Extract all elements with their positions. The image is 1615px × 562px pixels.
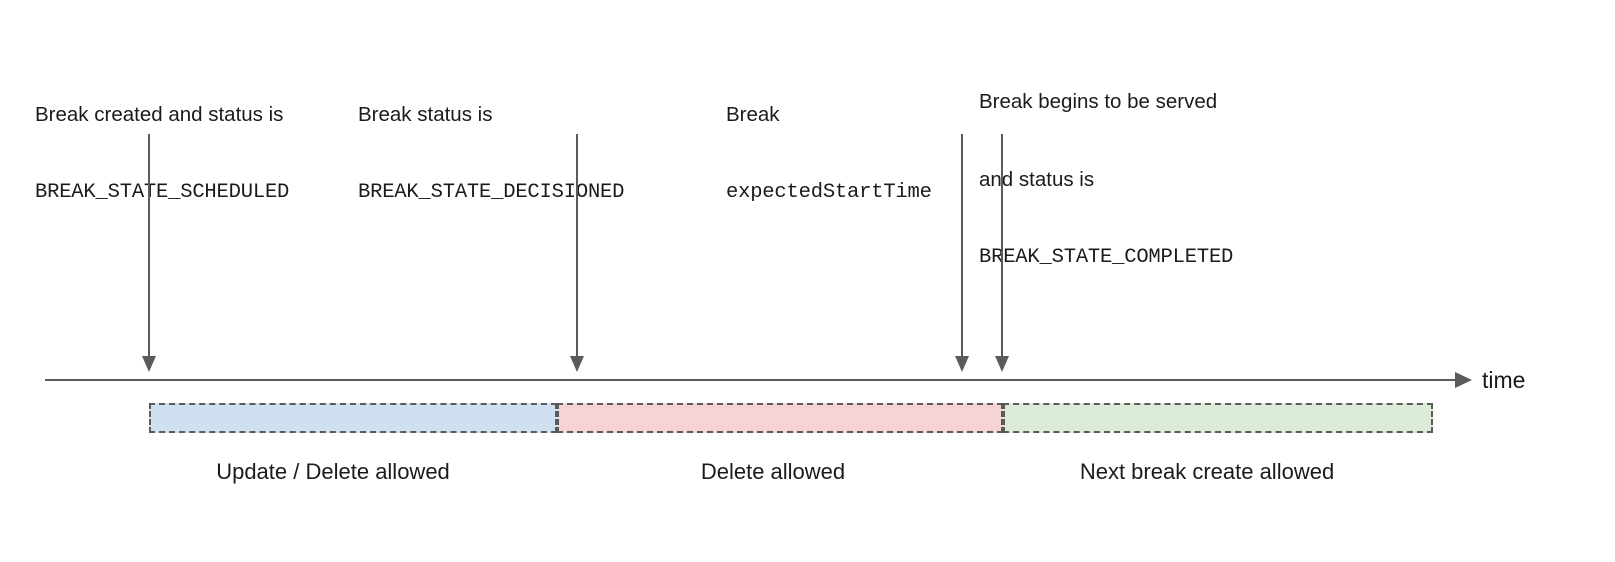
marker-arrow-completed [995,134,1009,372]
annotation-completed: Break begins to be served and status is … [979,37,1233,323]
segment-delete-allowed [557,403,1003,433]
segment-caption-next-break-create-allowed: Next break create allowed [1079,459,1335,484]
marker-stem [576,134,578,356]
marker-arrowhead-icon [955,356,969,372]
segment-next-break-create-allowed [1003,403,1433,433]
time-axis-label: time [1482,367,1526,393]
segment-caption-update-delete-allowed: Update / Delete allowed [216,459,450,484]
time-axis-line [45,379,1460,381]
marker-stem [1001,134,1003,356]
marker-arrowhead-icon [995,356,1009,372]
marker-arrow-decisioned [570,134,584,372]
time-axis-arrowhead-icon [1455,372,1472,388]
annotation-line: BREAK_STATE_SCHEDULED [35,181,290,204]
annotation-line: Break status is [358,103,493,126]
annotation-decisioned: Break status is BREAK_STATE_DECISIONED [358,50,624,258]
annotation-line: expectedStartTime [726,181,932,204]
segment-update-delete-allowed [149,403,557,433]
annotation-line: Break [726,103,780,126]
marker-stem [961,134,963,356]
annotation-line: BREAK_STATE_COMPLETED [979,246,1234,269]
annotation-line: BREAK_STATE_DECISIONED [358,181,625,204]
annotation-line: Break created and status is [35,103,284,126]
annotation-scheduled: Break created and status is BREAK_STATE_… [35,50,289,258]
marker-arrow-expected-start-time [955,134,969,372]
marker-arrowhead-icon [570,356,584,372]
annotation-line: Break begins to be served [979,90,1218,113]
marker-arrowhead-icon [142,356,156,372]
marker-stem [148,134,150,356]
segment-caption-delete-allowed: Delete allowed [700,459,846,484]
annotation-expected-start-time: Break expectedStartTime [726,50,932,258]
marker-arrow-scheduled [142,134,156,372]
annotation-line: and status is [979,168,1095,191]
